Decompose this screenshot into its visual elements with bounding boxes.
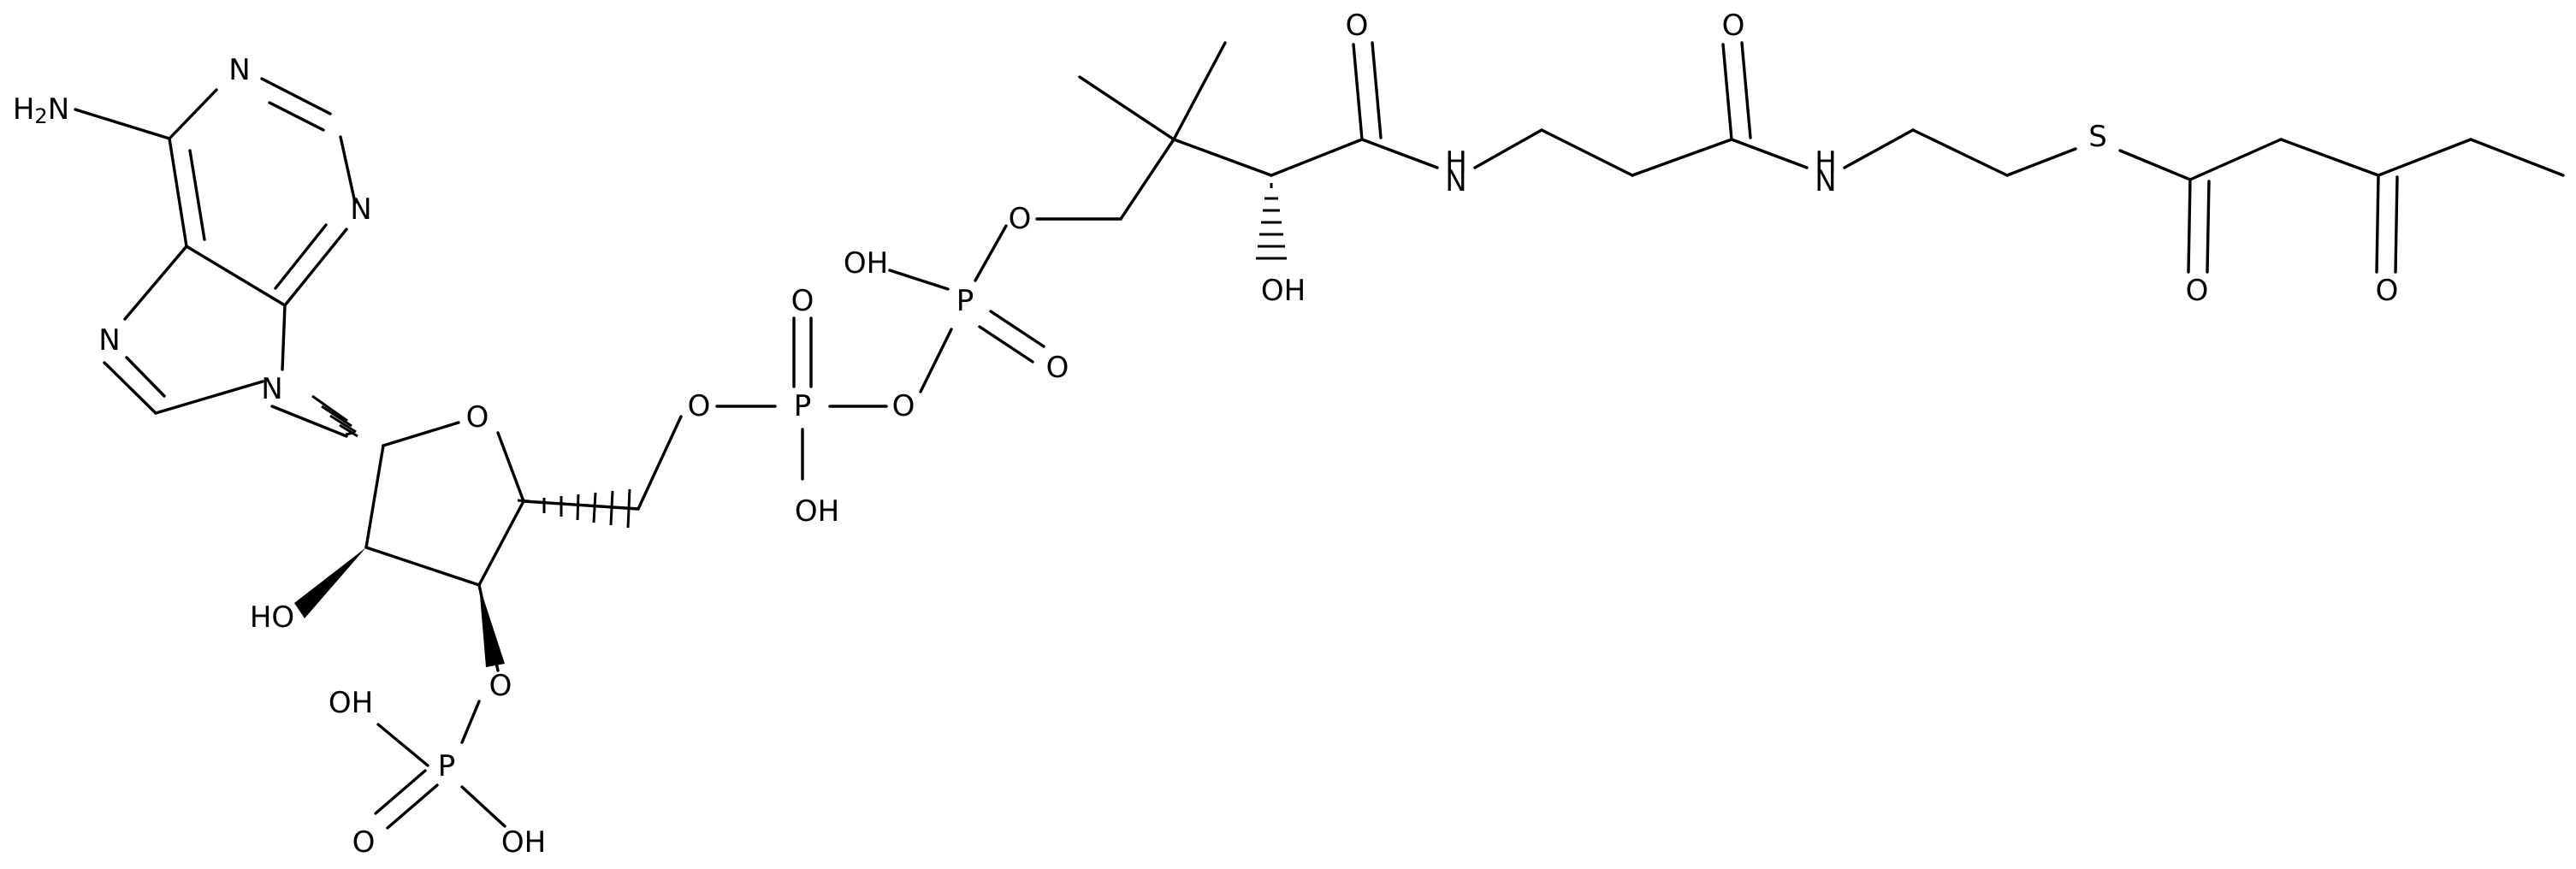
- pantetheine-ester-o-label: O: [1009, 202, 1032, 236]
- ribose-o-label: O: [466, 400, 489, 434]
- wedge-bond-c3prime: [479, 585, 505, 667]
- phosphate-beta-p-label: P: [956, 284, 974, 318]
- o-5prime-label: O: [688, 389, 711, 423]
- hash-bond-pantoate: [1256, 183, 1287, 260]
- amide1-o-label: O: [1346, 9, 1369, 43]
- pantoate-oh-label: OH: [1261, 274, 1306, 308]
- n7-label: N: [98, 323, 120, 358]
- n1-label: N: [228, 53, 250, 87]
- phosphate3-dbl-o-label: O: [352, 825, 376, 860]
- amide2-o-label: O: [1722, 9, 1745, 43]
- phosphate3-oh-b-label: OH: [501, 825, 546, 860]
- phosphate-beta-dbl-o-label: O: [1046, 351, 1069, 385]
- thioether-s-label: S: [2088, 120, 2107, 154]
- ketone-o-label: O: [2376, 274, 2399, 308]
- o-3prime-label: O: [489, 669, 512, 703]
- bridge-o-label: O: [892, 389, 915, 423]
- hash-bond-c4prime: [517, 488, 631, 529]
- amine-label: H2N: [13, 92, 69, 128]
- n9-label: N: [261, 372, 282, 406]
- thioester-o-label: O: [2186, 274, 2209, 308]
- phosphate-alpha-oh-label: OH: [795, 494, 839, 529]
- hash-bond-c1prime: [311, 394, 358, 438]
- phosphate-alpha-p-label: P: [794, 389, 812, 423]
- phosphate-alpha-dbl-o-label: O: [791, 284, 814, 318]
- atom-labels: H2N N N N N O HO O OH P OH O O P O OH O …: [13, 9, 2399, 860]
- stereo-bonds: [294, 183, 1287, 667]
- wedge-bond-c2prime: [294, 547, 366, 618]
- n3-label: N: [350, 192, 371, 227]
- bond-lines: [74, 41, 2565, 830]
- phosphate3-oh-a-label: OH: [329, 686, 373, 720]
- phosphate-beta-oh-label: OH: [844, 246, 888, 281]
- oh-2prime-label: HO: [250, 600, 294, 635]
- phosphate3-p-label: P: [438, 749, 456, 783]
